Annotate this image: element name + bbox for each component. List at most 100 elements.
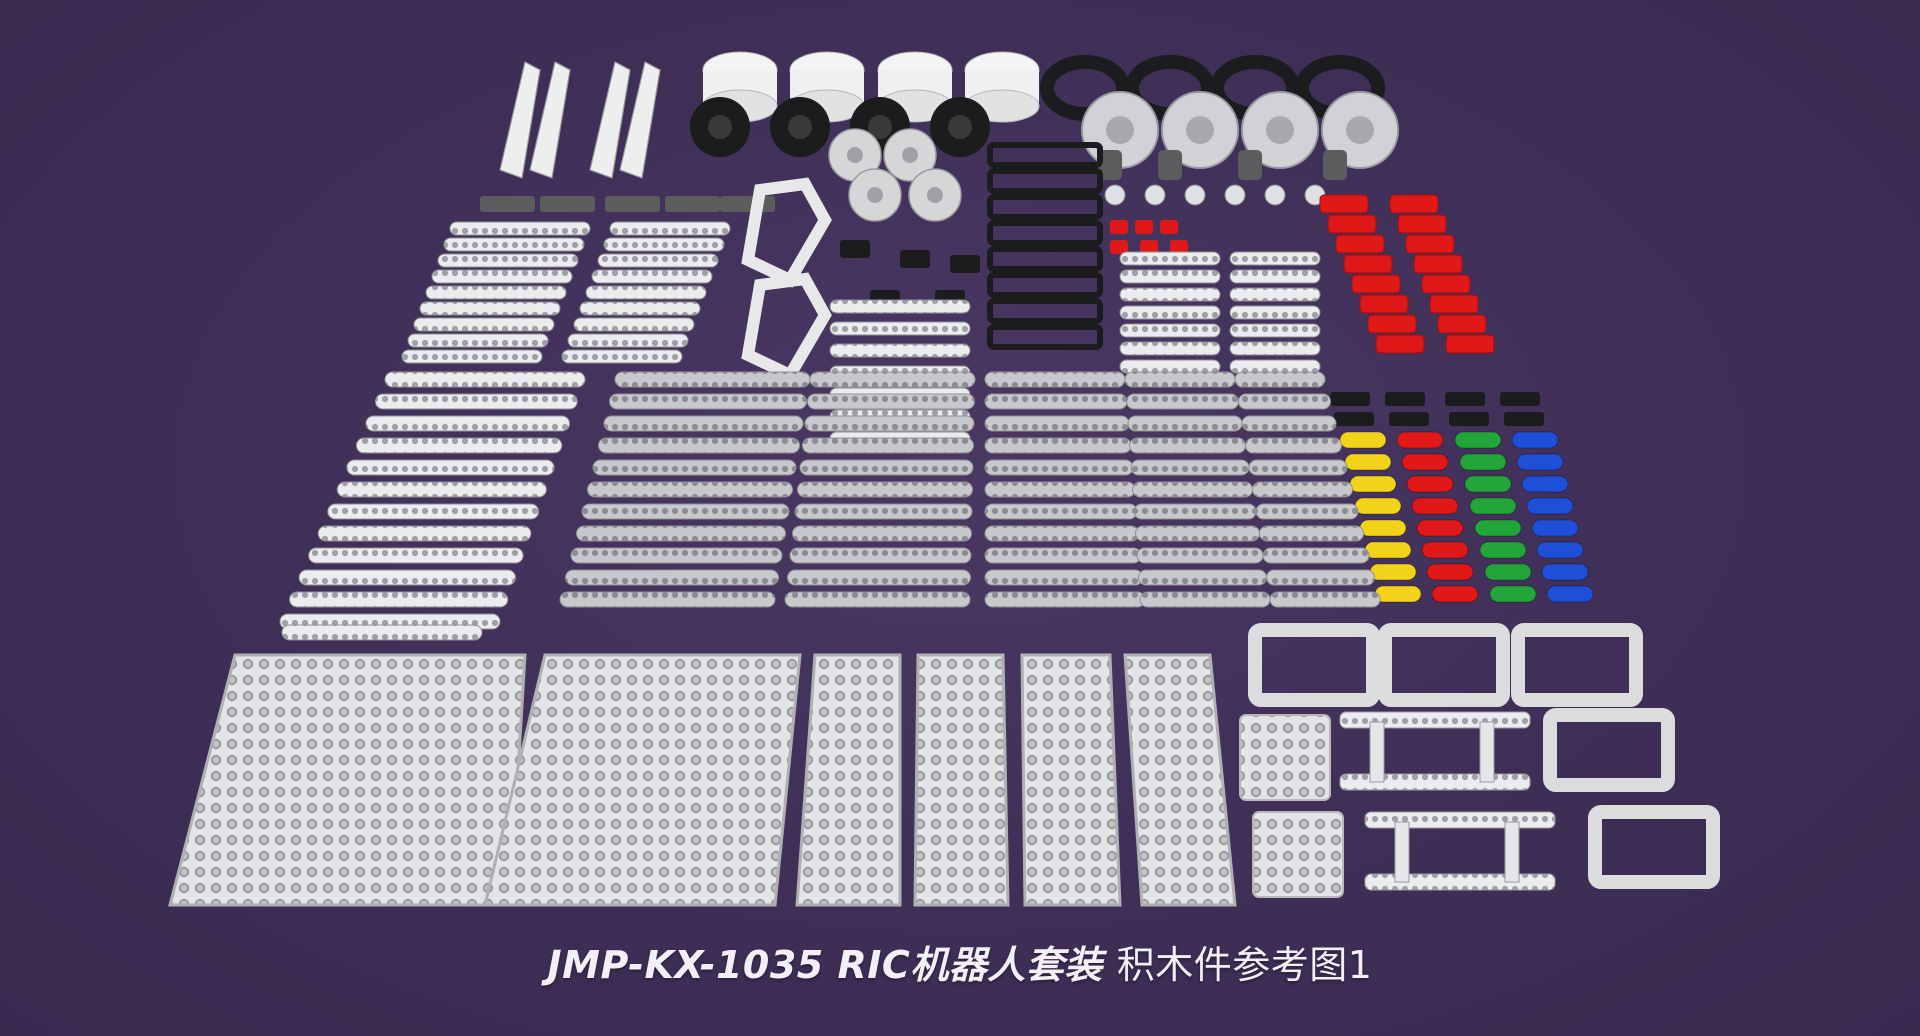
straight-beam <box>1127 415 1243 432</box>
green-pin-connector <box>1469 497 1517 515</box>
white-bent-beam <box>1229 359 1321 374</box>
straight-beam <box>336 481 547 498</box>
yellow-pin-connector <box>1349 475 1397 493</box>
perforated-plate <box>795 653 902 907</box>
yellow-pin-connector <box>1369 563 1417 581</box>
straight-beam <box>804 415 975 432</box>
white-bent-beam <box>1119 269 1221 284</box>
rectangular-frame <box>1511 623 1643 707</box>
dark-gray-beam <box>480 196 535 212</box>
small-red-piece <box>1140 240 1158 254</box>
straight-beam <box>802 437 974 454</box>
white-curved-beam <box>437 253 579 268</box>
caption-model: JMP-KX-1035 RIC机器人套装 <box>547 943 1103 987</box>
black-connector <box>1500 392 1540 406</box>
steel-ball <box>1104 184 1126 206</box>
h-frame-bar <box>1504 821 1520 883</box>
blue-pin-connector <box>1516 453 1564 471</box>
rectangular-frame <box>1543 708 1675 792</box>
black-connector <box>1504 412 1544 426</box>
white-bent-beam <box>1119 305 1221 320</box>
red-connector <box>1445 334 1495 354</box>
red-connector <box>1343 254 1393 274</box>
red-connector <box>1319 194 1369 214</box>
red-pin-connector <box>1406 475 1454 493</box>
perforated-plate <box>483 653 802 907</box>
straight-beam <box>794 503 973 520</box>
red-connector <box>1375 334 1425 354</box>
white-bent-beam <box>829 343 971 358</box>
white-bent-beam <box>1119 287 1221 302</box>
straight-beam <box>984 415 1130 432</box>
blue-pin-connector <box>1546 585 1594 603</box>
straight-beam <box>1252 481 1353 498</box>
straight-beam <box>984 393 1128 410</box>
steel-ball <box>1224 184 1246 206</box>
gray-connector <box>1158 150 1182 180</box>
straight-beam <box>1234 371 1326 388</box>
small-red-piece <box>1170 240 1188 254</box>
straight-beam <box>984 591 1146 608</box>
straight-beam <box>570 547 783 564</box>
straight-beam <box>1129 437 1246 454</box>
straight-beam <box>984 569 1144 586</box>
straight-beam <box>565 569 779 586</box>
white-bent-beam <box>1229 251 1321 266</box>
red-connector <box>1397 214 1447 234</box>
green-pin-connector <box>1484 563 1532 581</box>
black-frame <box>987 246 1103 272</box>
red-pin-connector <box>1396 431 1444 449</box>
black-t-piece <box>900 250 930 268</box>
white-curved-beam <box>401 349 543 364</box>
white-bent-beam <box>1229 323 1321 338</box>
dark-gray-beam <box>605 196 660 212</box>
straight-beam <box>355 437 563 454</box>
white-curved-beam <box>567 333 689 348</box>
white-curved-beam <box>407 333 549 348</box>
white-bent-beam <box>1229 341 1321 356</box>
black-frame <box>987 298 1103 324</box>
yellow-pin-connector <box>1354 497 1402 515</box>
h-frame-bar <box>1394 821 1410 883</box>
straight-beam <box>809 371 976 388</box>
small-red-piece <box>1135 220 1153 234</box>
black-connector <box>1449 412 1489 426</box>
red-connector <box>1413 254 1463 274</box>
straight-beam <box>984 481 1136 498</box>
green-pin-connector <box>1479 541 1527 559</box>
small-red-piece <box>1110 220 1128 234</box>
straight-beam <box>609 393 807 410</box>
perforated-plate <box>1123 653 1237 907</box>
green-pin-connector <box>1459 453 1507 471</box>
dark-gray-beam <box>540 196 595 212</box>
straight-beam <box>1133 503 1257 520</box>
h-frame-top <box>1339 711 1531 729</box>
hub-gear-center <box>708 115 732 139</box>
red-connector <box>1429 294 1479 314</box>
straight-beam <box>1248 459 1348 476</box>
white-hex-frame <box>741 272 832 383</box>
straight-beam <box>598 437 800 454</box>
white-curved-beam <box>561 349 683 364</box>
red-pin-connector <box>1411 497 1459 515</box>
white-curved-beam <box>431 269 573 284</box>
yellow-pin-connector <box>1374 585 1422 603</box>
straight-beam <box>1126 393 1239 410</box>
black-frame <box>987 194 1103 220</box>
small-wheel-hub <box>927 187 943 203</box>
wheel-hub <box>1346 116 1374 144</box>
black-frame <box>987 142 1103 168</box>
blue-pin-connector <box>1511 431 1559 449</box>
straight-beam <box>1132 481 1253 498</box>
straight-beam <box>289 591 509 608</box>
h-frame-top <box>1364 811 1556 829</box>
straight-beam <box>1138 569 1267 586</box>
small-wheel-hub <box>867 187 883 203</box>
yellow-pin-connector <box>1359 519 1407 537</box>
straight-beam <box>603 415 804 432</box>
hub-gear-center <box>868 115 892 139</box>
white-curved-beam <box>573 317 695 332</box>
straight-beam <box>1241 415 1337 432</box>
straight-beam <box>789 547 972 564</box>
straight-beam <box>281 624 483 641</box>
